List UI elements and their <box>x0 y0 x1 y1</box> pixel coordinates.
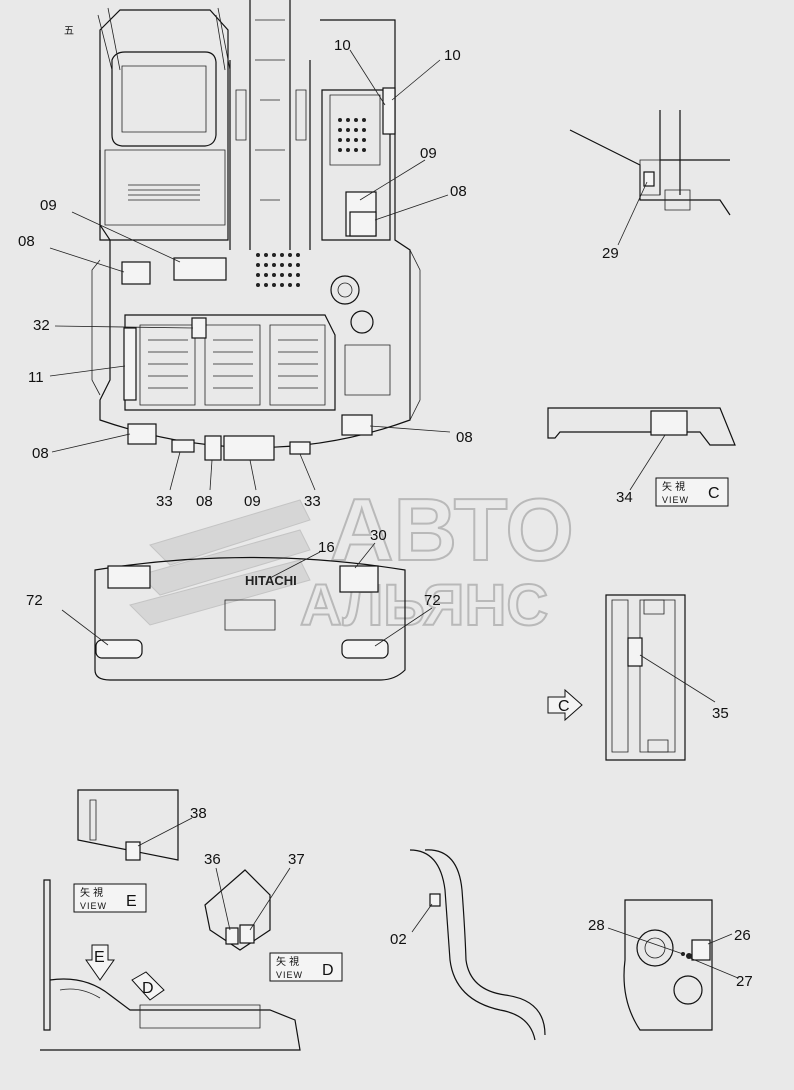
lamp-72-right <box>341 639 389 659</box>
decal-30 <box>339 565 379 593</box>
grille-center <box>256 253 300 287</box>
callout-28: 28 <box>588 917 605 934</box>
callout-72a: 72 <box>26 592 43 609</box>
decal-08-rear-right <box>341 414 373 436</box>
view-label-d: 矢 視 VIEW D <box>269 952 343 982</box>
watermark: АВТО АЛЬЯНС <box>129 479 575 639</box>
corner-mark: 五 <box>64 26 74 37</box>
callout-72b: 72 <box>424 592 441 609</box>
view-c-kanji: 矢 視 <box>662 480 685 493</box>
watermark-line1: АВТО <box>330 480 574 579</box>
callout-02: 02 <box>390 931 407 948</box>
arrow-d-letter: D <box>142 980 154 997</box>
rear-view: HITACHI <box>94 556 406 681</box>
view-e-word: VIEW <box>80 901 107 911</box>
callout-08c: 08 <box>32 445 49 462</box>
callout-08b: 08 <box>18 233 35 250</box>
callout-08a: 08 <box>450 183 467 200</box>
callout-16: 16 <box>318 539 335 556</box>
detail-29 <box>569 110 731 216</box>
decal-08-top <box>349 211 377 237</box>
decal-34 <box>650 410 688 436</box>
view-c-letter: C <box>708 485 720 502</box>
callout-09b: 09 <box>40 197 57 214</box>
view-arrow-c: C <box>547 688 583 722</box>
decal-08-left <box>121 261 151 285</box>
view-label-c: 矢 視 VIEW C <box>655 477 729 507</box>
callout-09c: 09 <box>244 493 261 510</box>
callout-35: 35 <box>712 705 729 722</box>
frame-ed <box>40 879 301 1051</box>
leader-lines <box>49 49 739 979</box>
decal-27 <box>686 953 692 959</box>
view-c-box <box>655 477 729 507</box>
callout-labels: 10 10 09 08 09 08 32 11 08 08 33 08 09 3… <box>18 37 753 990</box>
view-d-box <box>269 952 343 982</box>
bracket-38 <box>77 789 179 861</box>
view-label-e: 矢 視 VIEW E <box>73 883 147 913</box>
decal-36 <box>225 927 239 945</box>
decal-08-rear-left <box>127 423 157 445</box>
view-e-kanji: 矢 視 <box>80 886 103 899</box>
callout-11: 11 <box>28 369 44 386</box>
view-arrow-d: D <box>131 971 165 1001</box>
decal-09-rear <box>223 435 275 461</box>
decal-09-center <box>173 257 227 281</box>
grille-top-right <box>338 118 366 152</box>
callout-37: 37 <box>288 851 305 868</box>
callout-09a: 09 <box>420 145 437 162</box>
handrail-34 <box>547 407 736 446</box>
view-e-letter: E <box>126 893 137 910</box>
callout-32: 32 <box>33 317 50 334</box>
callout-38: 38 <box>190 805 207 822</box>
callout-36: 36 <box>204 851 221 868</box>
view-d-word: VIEW <box>276 970 303 980</box>
callout-26: 26 <box>734 927 751 944</box>
callout-33b: 33 <box>304 493 321 510</box>
view-e-box <box>73 883 147 913</box>
decal-11 <box>123 327 137 401</box>
decal-26 <box>691 939 711 961</box>
callout-29: 29 <box>602 245 619 262</box>
decal-29 <box>643 171 655 187</box>
view-d-letter: D <box>322 962 334 979</box>
decal-08-rear <box>204 435 222 461</box>
callout-08e: 08 <box>196 493 213 510</box>
bracket-36-37 <box>204 869 271 951</box>
brand-hitachi: HITACHI <box>245 573 297 588</box>
callout-10b: 10 <box>444 47 461 64</box>
callout-27: 27 <box>736 973 753 990</box>
callout-08d: 08 <box>456 429 473 446</box>
arrow-c-letter: C <box>558 698 570 715</box>
decal-10a <box>382 87 396 135</box>
lamp-72-left <box>95 639 143 659</box>
decal-38 <box>125 841 141 861</box>
view-arrow-e: E <box>85 944 115 981</box>
view-d-kanji: 矢 視 <box>276 955 299 968</box>
decal-02 <box>429 893 441 907</box>
machine-top-view: 五 <box>64 0 421 461</box>
callout-30: 30 <box>370 527 387 544</box>
panel-35 <box>605 594 686 761</box>
decal-rear-left <box>107 565 151 589</box>
callout-10a: 10 <box>334 37 351 54</box>
arrow-c-shape <box>547 688 583 722</box>
decal-33b <box>289 441 311 455</box>
decal-32 <box>191 317 207 339</box>
view-c-word: VIEW <box>662 495 689 505</box>
arrow-d-shape <box>131 971 165 1001</box>
decal-33a <box>171 439 195 453</box>
callout-33a: 33 <box>156 493 173 510</box>
watermark-logo <box>129 499 311 626</box>
hose-02 <box>409 849 546 1041</box>
arrow-e-letter: E <box>94 949 105 966</box>
tank-26-27-28 <box>623 899 713 1031</box>
arrow-e-shape <box>85 944 115 981</box>
decal-35 <box>627 637 643 667</box>
callout-34: 34 <box>616 489 633 506</box>
